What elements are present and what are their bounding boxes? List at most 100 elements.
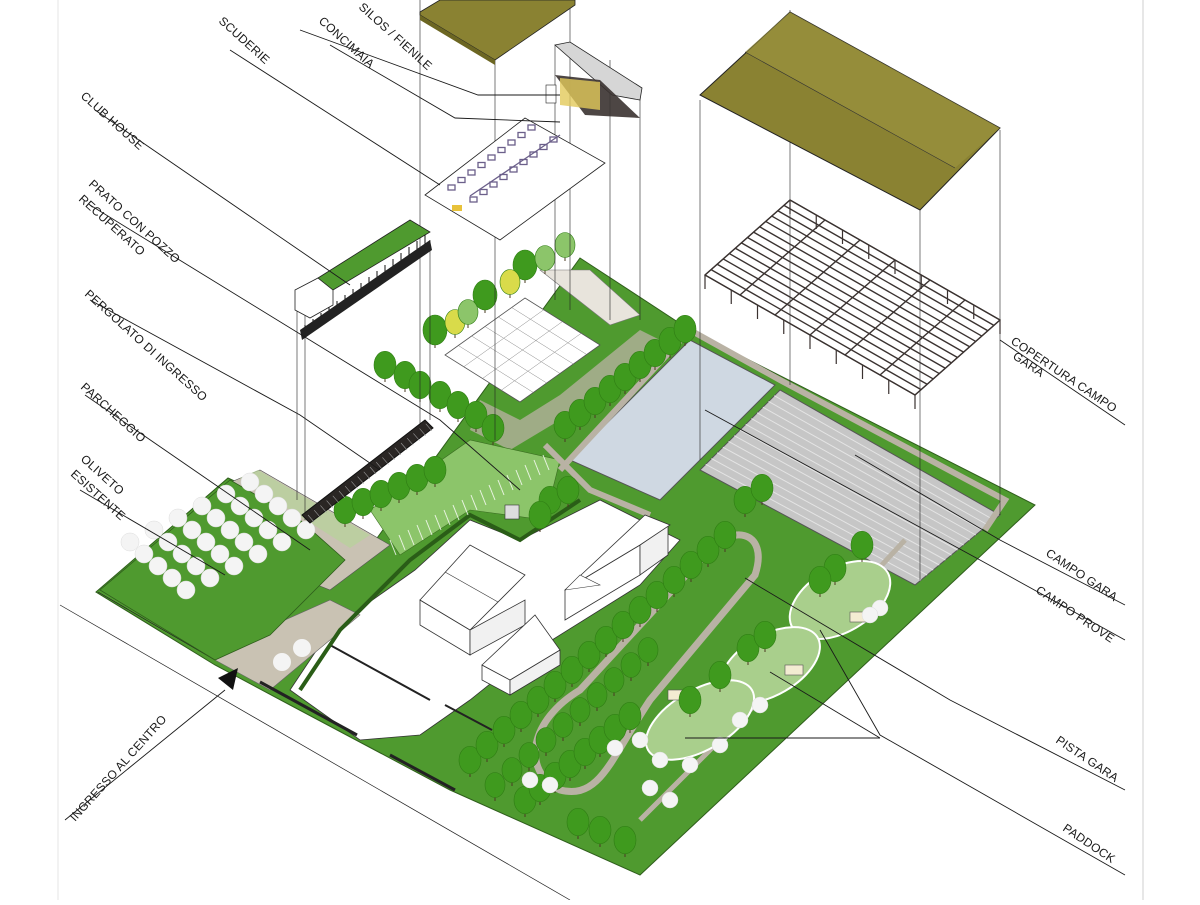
arena-canopy-frame [703, 199, 1002, 409]
shrub [681, 756, 699, 774]
olive-tree [120, 532, 140, 552]
arenas [542, 326, 1010, 586]
test-field [569, 339, 776, 501]
tree [750, 473, 774, 503]
club-house [294, 219, 432, 340]
tree [603, 667, 625, 693]
olive-tree [282, 508, 302, 528]
tree [662, 565, 686, 595]
shrub [861, 606, 879, 624]
tree [534, 245, 556, 271]
olive-tree [268, 496, 288, 516]
tree [594, 625, 618, 655]
olive-tree [224, 556, 244, 576]
tree [588, 815, 612, 845]
olive-tree [248, 544, 268, 564]
olive-tree [234, 532, 254, 552]
olive-tree [182, 520, 202, 540]
label-ingresso: INGRESSO AL CENTRO [67, 712, 170, 824]
tree [481, 413, 505, 443]
olive-tree [172, 544, 192, 564]
tree [422, 314, 448, 346]
tree [620, 652, 642, 678]
tree [673, 314, 697, 344]
stable-building [564, 514, 671, 621]
olive-tree [196, 532, 216, 552]
leader-lines [64, 29, 1126, 876]
olive-tree [162, 568, 182, 588]
label-club-house: CLUB HOUSE [78, 89, 147, 153]
label-parcheggio: PARCHEGGIO [78, 380, 149, 446]
tree [613, 825, 637, 855]
olive-tree [220, 520, 240, 540]
tree [611, 610, 635, 640]
shrub [606, 739, 624, 757]
tree [586, 682, 608, 708]
olive-tree [210, 544, 230, 564]
label-pergolato: PERGOLATO DI INGRESSO [82, 287, 210, 404]
tree [535, 727, 557, 753]
tree [645, 580, 669, 610]
tree [373, 350, 397, 380]
tree [423, 455, 447, 485]
shrub [631, 731, 649, 749]
tree [569, 697, 591, 723]
olive-tree [258, 520, 278, 540]
olive-tree [254, 484, 274, 504]
tree [543, 670, 567, 700]
olive-tree [293, 639, 311, 657]
exploded-elements [294, 0, 1002, 580]
olive-tree [296, 520, 316, 540]
small-barn [481, 614, 561, 696]
tree [808, 565, 832, 595]
tree [637, 637, 659, 663]
olive-tree [240, 472, 260, 492]
label-concimaia: CONCIMAIA [316, 14, 377, 71]
olive-tree [273, 653, 291, 671]
tree [518, 742, 540, 768]
tree [475, 730, 499, 760]
olive-tree [272, 532, 292, 552]
shrub [521, 771, 539, 789]
shrub [711, 736, 729, 754]
olive-tree [186, 556, 206, 576]
olive-lawn [99, 479, 346, 661]
tree [713, 520, 737, 550]
olive-tree [230, 496, 250, 516]
label-pista-gara: PISTA GARA [1053, 733, 1121, 785]
trees [333, 232, 889, 857]
shrub [641, 779, 659, 797]
label-copertura-1: COPERTURA CAMPO [1008, 334, 1119, 415]
main-house [419, 544, 526, 656]
tree [566, 807, 590, 837]
tree [708, 660, 732, 690]
ground-buildings [419, 514, 671, 696]
olive-tree [148, 556, 168, 576]
tree [458, 745, 482, 775]
entrance-pergola-ground [369, 439, 561, 556]
shrub [731, 711, 749, 729]
tree [556, 475, 580, 505]
shrub [651, 751, 669, 769]
tree [464, 400, 488, 430]
silos-hay-roof [419, 0, 576, 65]
tree [552, 712, 574, 738]
tree [499, 269, 521, 295]
tree [492, 715, 516, 745]
tree [618, 701, 642, 731]
arena-roof [699, 11, 1001, 211]
tree [577, 640, 601, 670]
tree [628, 595, 652, 625]
entrance-arrow [218, 668, 238, 690]
shrub [541, 776, 559, 794]
tree [733, 485, 757, 515]
tree [457, 299, 479, 325]
tree [484, 772, 506, 798]
shrub [661, 791, 679, 809]
entrance-plaza [289, 499, 681, 741]
olive-grove [99, 472, 346, 671]
tree [753, 620, 777, 650]
olive-tree [168, 508, 188, 528]
tree [526, 685, 550, 715]
